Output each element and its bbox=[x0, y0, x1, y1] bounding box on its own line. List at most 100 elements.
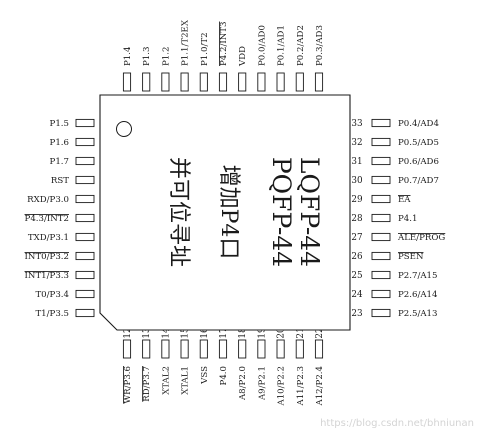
pin-lead bbox=[371, 289, 391, 299]
pin-label: RST bbox=[51, 176, 69, 186]
pin-number: 13 bbox=[142, 327, 152, 338]
pin-number: 12 bbox=[123, 327, 133, 338]
pin-5: 5RXD/P3.0 bbox=[27, 194, 111, 205]
pin-lead bbox=[75, 118, 95, 128]
pin-lead bbox=[276, 72, 285, 92]
pin-lead bbox=[371, 156, 391, 166]
pin-lead bbox=[180, 339, 189, 359]
pin-lead bbox=[371, 251, 391, 261]
pin-lead bbox=[199, 339, 208, 359]
pin-label: P1.5 bbox=[50, 119, 69, 129]
pin-label: A12/P2.4 bbox=[315, 365, 325, 406]
pin-number: 30 bbox=[351, 176, 363, 186]
pin-lead bbox=[295, 339, 304, 359]
pin-9: 9INT1/P3.3 bbox=[25, 270, 111, 281]
pin-label: P0.5/AD5 bbox=[398, 138, 439, 148]
pin-number: 27 bbox=[351, 233, 362, 243]
pin-lead bbox=[75, 137, 95, 147]
pin-label: P0.7/AD7 bbox=[398, 176, 439, 186]
pin-label: INT0/P3.2 bbox=[25, 252, 69, 262]
pin-lead bbox=[161, 339, 170, 359]
pin-label: XTAL1 bbox=[181, 366, 191, 395]
pin-label: P0.3/AD3 bbox=[315, 25, 325, 66]
pin-lead bbox=[75, 308, 95, 318]
pin-label: A9/P2.1 bbox=[257, 366, 267, 401]
pin-lead bbox=[122, 72, 132, 92]
pin-number: 15 bbox=[181, 327, 191, 338]
pin-label: P0.0/AD0 bbox=[257, 25, 267, 66]
chip-body bbox=[99, 94, 351, 331]
pin-lead bbox=[371, 118, 391, 128]
pin-label: P1.6 bbox=[50, 138, 69, 148]
pin-25: 25 P2.7/A15 bbox=[351, 270, 438, 281]
pin-label: P0.4/AD4 bbox=[398, 119, 439, 129]
pin-number: 19 bbox=[257, 327, 267, 338]
pin-number: 32 bbox=[351, 138, 362, 148]
pin-label: P4.0 bbox=[219, 366, 229, 385]
pin-lead bbox=[257, 339, 266, 359]
pin-lead bbox=[257, 72, 266, 92]
pin-label: P4.1 bbox=[398, 214, 417, 224]
pin-number: 25 bbox=[351, 271, 362, 281]
package-name-pqfp: PQFP-44 bbox=[267, 157, 296, 267]
pin-label: P2.5/A13 bbox=[398, 309, 438, 319]
pin-number: 17 bbox=[219, 327, 229, 338]
pin-lead bbox=[238, 72, 247, 92]
pin-lead bbox=[75, 289, 95, 299]
pin-lead bbox=[75, 251, 95, 261]
pin-number: 24 bbox=[351, 290, 363, 300]
pin-number: 29 bbox=[351, 195, 362, 205]
pin-lead bbox=[75, 232, 95, 242]
pin-label: P2.7/A15 bbox=[398, 271, 438, 281]
pin-lead bbox=[371, 270, 391, 280]
pin-27: 27 ALE/PROG bbox=[351, 232, 445, 243]
pin-label: A10/P2.2 bbox=[277, 366, 287, 407]
pin-label: P0.2/AD2 bbox=[296, 25, 306, 66]
pin-label: T0/P3.4 bbox=[35, 290, 69, 300]
pin-label: P1.0/T2 bbox=[200, 32, 210, 66]
pin-label: ALE/PROG bbox=[397, 233, 445, 243]
package-note-bit-addressable: 并可位寻址 bbox=[166, 157, 191, 267]
pin-label: RXD/P3.0 bbox=[27, 195, 69, 205]
pin-lead bbox=[142, 72, 151, 92]
pin-lead bbox=[218, 339, 228, 359]
pin-lead bbox=[371, 232, 391, 242]
pin-label: P1.2 bbox=[161, 47, 171, 66]
pin-label: TXD/P3.1 bbox=[28, 233, 69, 243]
pin-number: 20 bbox=[277, 327, 287, 339]
pin-number: 33 bbox=[351, 119, 362, 129]
pin-lead bbox=[371, 194, 391, 204]
pin-label: P2.6/A14 bbox=[398, 290, 438, 300]
pin-lead bbox=[142, 339, 151, 359]
pin-lead bbox=[122, 339, 132, 359]
pin-lead bbox=[295, 72, 304, 92]
pin-label: A11/P2.3 bbox=[296, 366, 306, 407]
pin-label: P0.1/AD1 bbox=[277, 25, 287, 66]
pin-number: 18 bbox=[238, 327, 248, 338]
pin-number: 22 bbox=[315, 327, 325, 338]
pin-label: WR/P3.6 bbox=[123, 366, 133, 404]
pin-number: 16 bbox=[200, 327, 210, 339]
package-name-lqfp: LQFP-44 bbox=[295, 157, 324, 267]
pin-label: P1.3 bbox=[142, 47, 152, 66]
package-note-p4: 增加P4口 bbox=[216, 165, 241, 260]
pin-number: 14 bbox=[161, 327, 171, 339]
pin-lead bbox=[75, 270, 95, 280]
pin-lead bbox=[276, 339, 285, 359]
pin-33: 33 P0.4/AD4 bbox=[351, 118, 439, 129]
pin-label: PSEN bbox=[398, 252, 424, 262]
pin-lead bbox=[314, 72, 324, 92]
pin-number: 31 bbox=[351, 157, 362, 167]
